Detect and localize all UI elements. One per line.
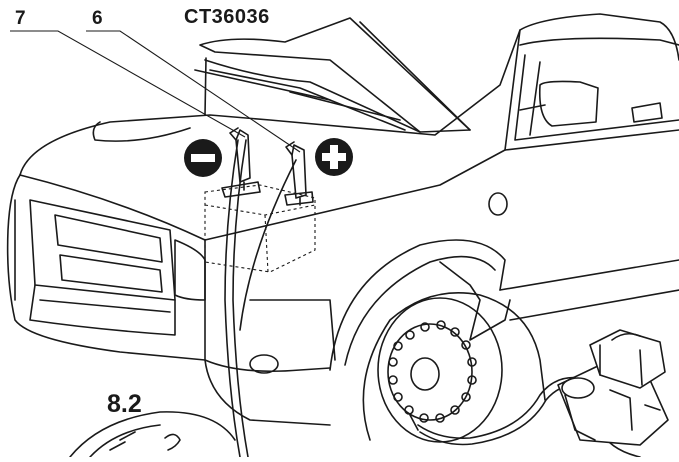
car-body [6, 13, 679, 373]
model-code-label: CT36036 [184, 6, 270, 28]
positive-clamp [285, 141, 307, 206]
open-bonnet [199, 17, 471, 133]
callout-label-6: 6 [92, 8, 103, 29]
air-compressor [557, 329, 669, 446]
inset-detail [69, 411, 236, 458]
wheel-bolt-holes [388, 320, 477, 423]
wheel-arch [329, 239, 506, 371]
minus-icon [184, 139, 222, 177]
callout-label-7: 7 [15, 8, 26, 29]
front-bumper [204, 299, 336, 426]
step-number-label: 8.2 [107, 390, 142, 418]
plus-icon [315, 138, 353, 176]
side-mirror [519, 80, 599, 127]
front-grille [14, 199, 176, 336]
callout-leaders [10, 30, 301, 153]
front-lamps [174, 239, 279, 374]
battery [204, 181, 316, 273]
wheel [362, 292, 546, 443]
wing-liner [439, 261, 511, 341]
negative-clamp [229, 127, 251, 191]
power-cables [224, 139, 297, 458]
wiper-blades [194, 69, 401, 121]
door-details [488, 102, 663, 216]
